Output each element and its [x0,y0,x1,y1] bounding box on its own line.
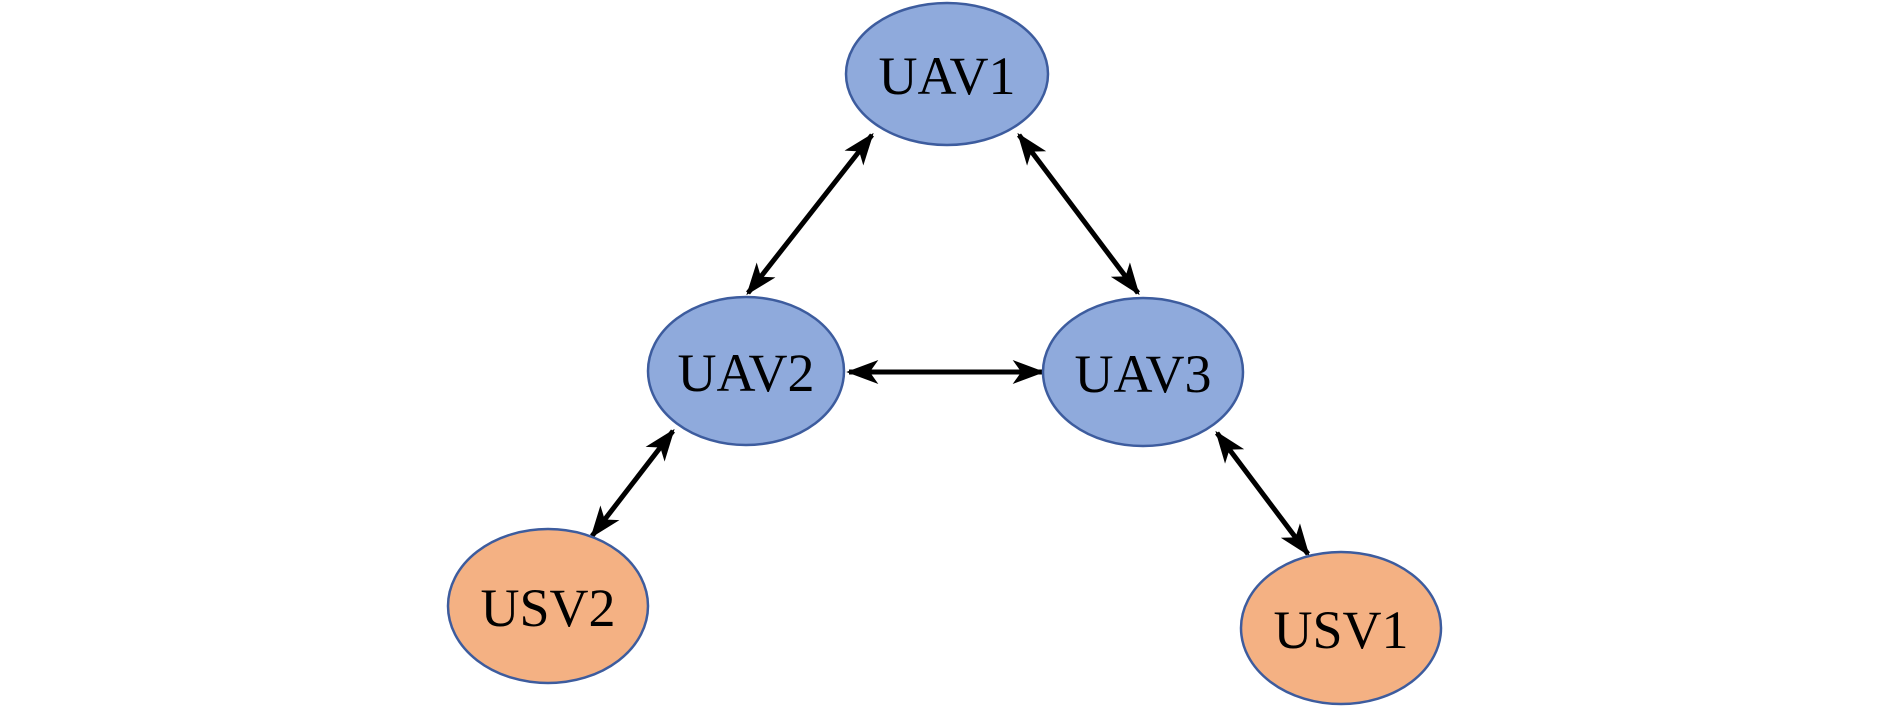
edge-uav1-uav2 [746,132,874,296]
edge-uav2-usv2 [590,428,675,539]
node-ellipse-uav2 [646,295,846,447]
node-ellipse-uav3 [1041,296,1245,448]
node-label-uav3: UAV3 [1074,344,1211,404]
node-usv1: USV1 [1239,550,1443,706]
node-usv2: USV2 [446,527,650,685]
edge-uav3-usv1 [1215,430,1310,557]
node-label-usv2: USV2 [480,578,615,638]
node-ellipse-usv2 [446,527,650,685]
node-label-usv1: USV1 [1273,600,1408,660]
edge-uav1-uav3 [1017,132,1140,296]
node-ellipse-uav1 [844,1,1050,147]
edges-layer [590,132,1310,557]
node-ellipse-usv1 [1239,550,1443,706]
node-label-uav1: UAV1 [878,46,1015,106]
node-uav3: UAV3 [1041,296,1245,448]
node-label-uav2: UAV2 [677,343,814,403]
node-uav1: UAV1 [844,1,1050,147]
node-uav2: UAV2 [646,295,846,447]
